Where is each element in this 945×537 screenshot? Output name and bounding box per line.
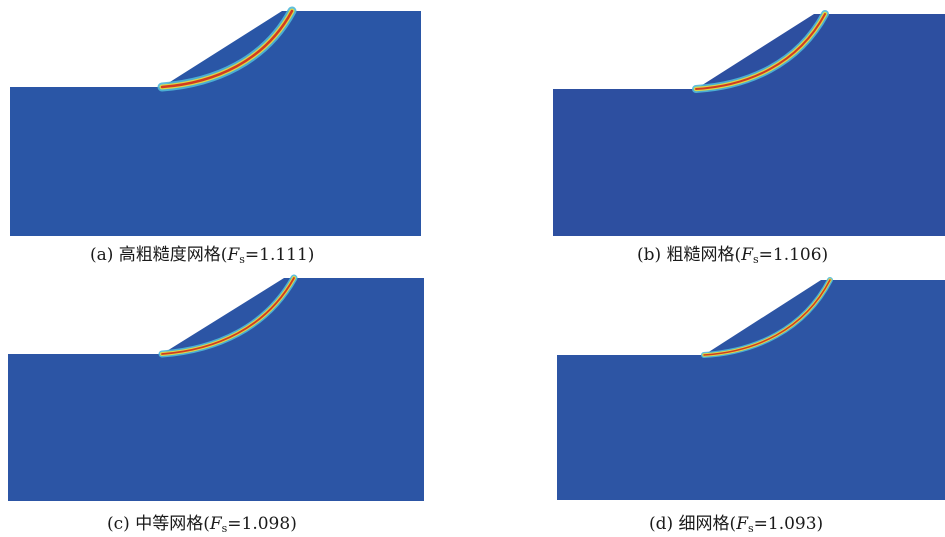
slope-body-b [553,14,945,236]
caption-b-fs-value: =1.106) [758,245,829,265]
caption-c-label: (c) 中等网格( [107,514,210,534]
caption-c: (c) 中等网格(Fs=1.098) [107,514,297,535]
caption-d-label: (d) 细网格( [649,514,737,534]
caption-b: (b) 粗糙网格(Fs=1.106) [637,245,829,266]
slope-body-a [10,11,421,236]
caption-b-label: (b) 粗糙网格( [637,245,742,265]
contour-plot-c [8,274,424,501]
contour-plot-b [553,10,945,236]
caption-d: (d) 细网格(Fs=1.093) [649,514,824,535]
slope-body-c [8,278,424,501]
caption-c-fs-symbol: F [209,514,222,534]
caption-b-fs-sub: s [752,253,759,266]
caption-d-fs-symbol: F [736,514,748,534]
caption-b-fs-symbol: F [741,245,753,265]
contour-plot-d [557,277,945,500]
caption-a-fs-sub: s [239,253,245,266]
shear-band-core-a [160,9,294,89]
caption-a-label: (a) 高粗糙度网格( [90,245,228,265]
slope-model-c [8,274,424,501]
slope-model-b [553,10,945,236]
caption-d-fs-sub: s [747,522,754,535]
caption-a-fs-symbol: F [227,245,240,265]
shear-band-core-c [161,277,295,355]
slope-model-d [557,277,945,500]
caption-a-fs-value: =1.111) [244,245,315,265]
contour-plot-a [10,6,421,236]
shear-band-core-d [703,279,831,356]
slope-body-d [557,280,945,500]
slope-model-a [10,6,421,236]
caption-c-fs-value: =1.098) [227,514,297,534]
shear-band-core-b [695,13,826,90]
caption-c-fs-sub: s [221,522,228,535]
caption-d-fs-value: =1.093) [753,514,824,534]
caption-a: (a) 高粗糙度网格(Fs=1.111) [90,245,315,266]
